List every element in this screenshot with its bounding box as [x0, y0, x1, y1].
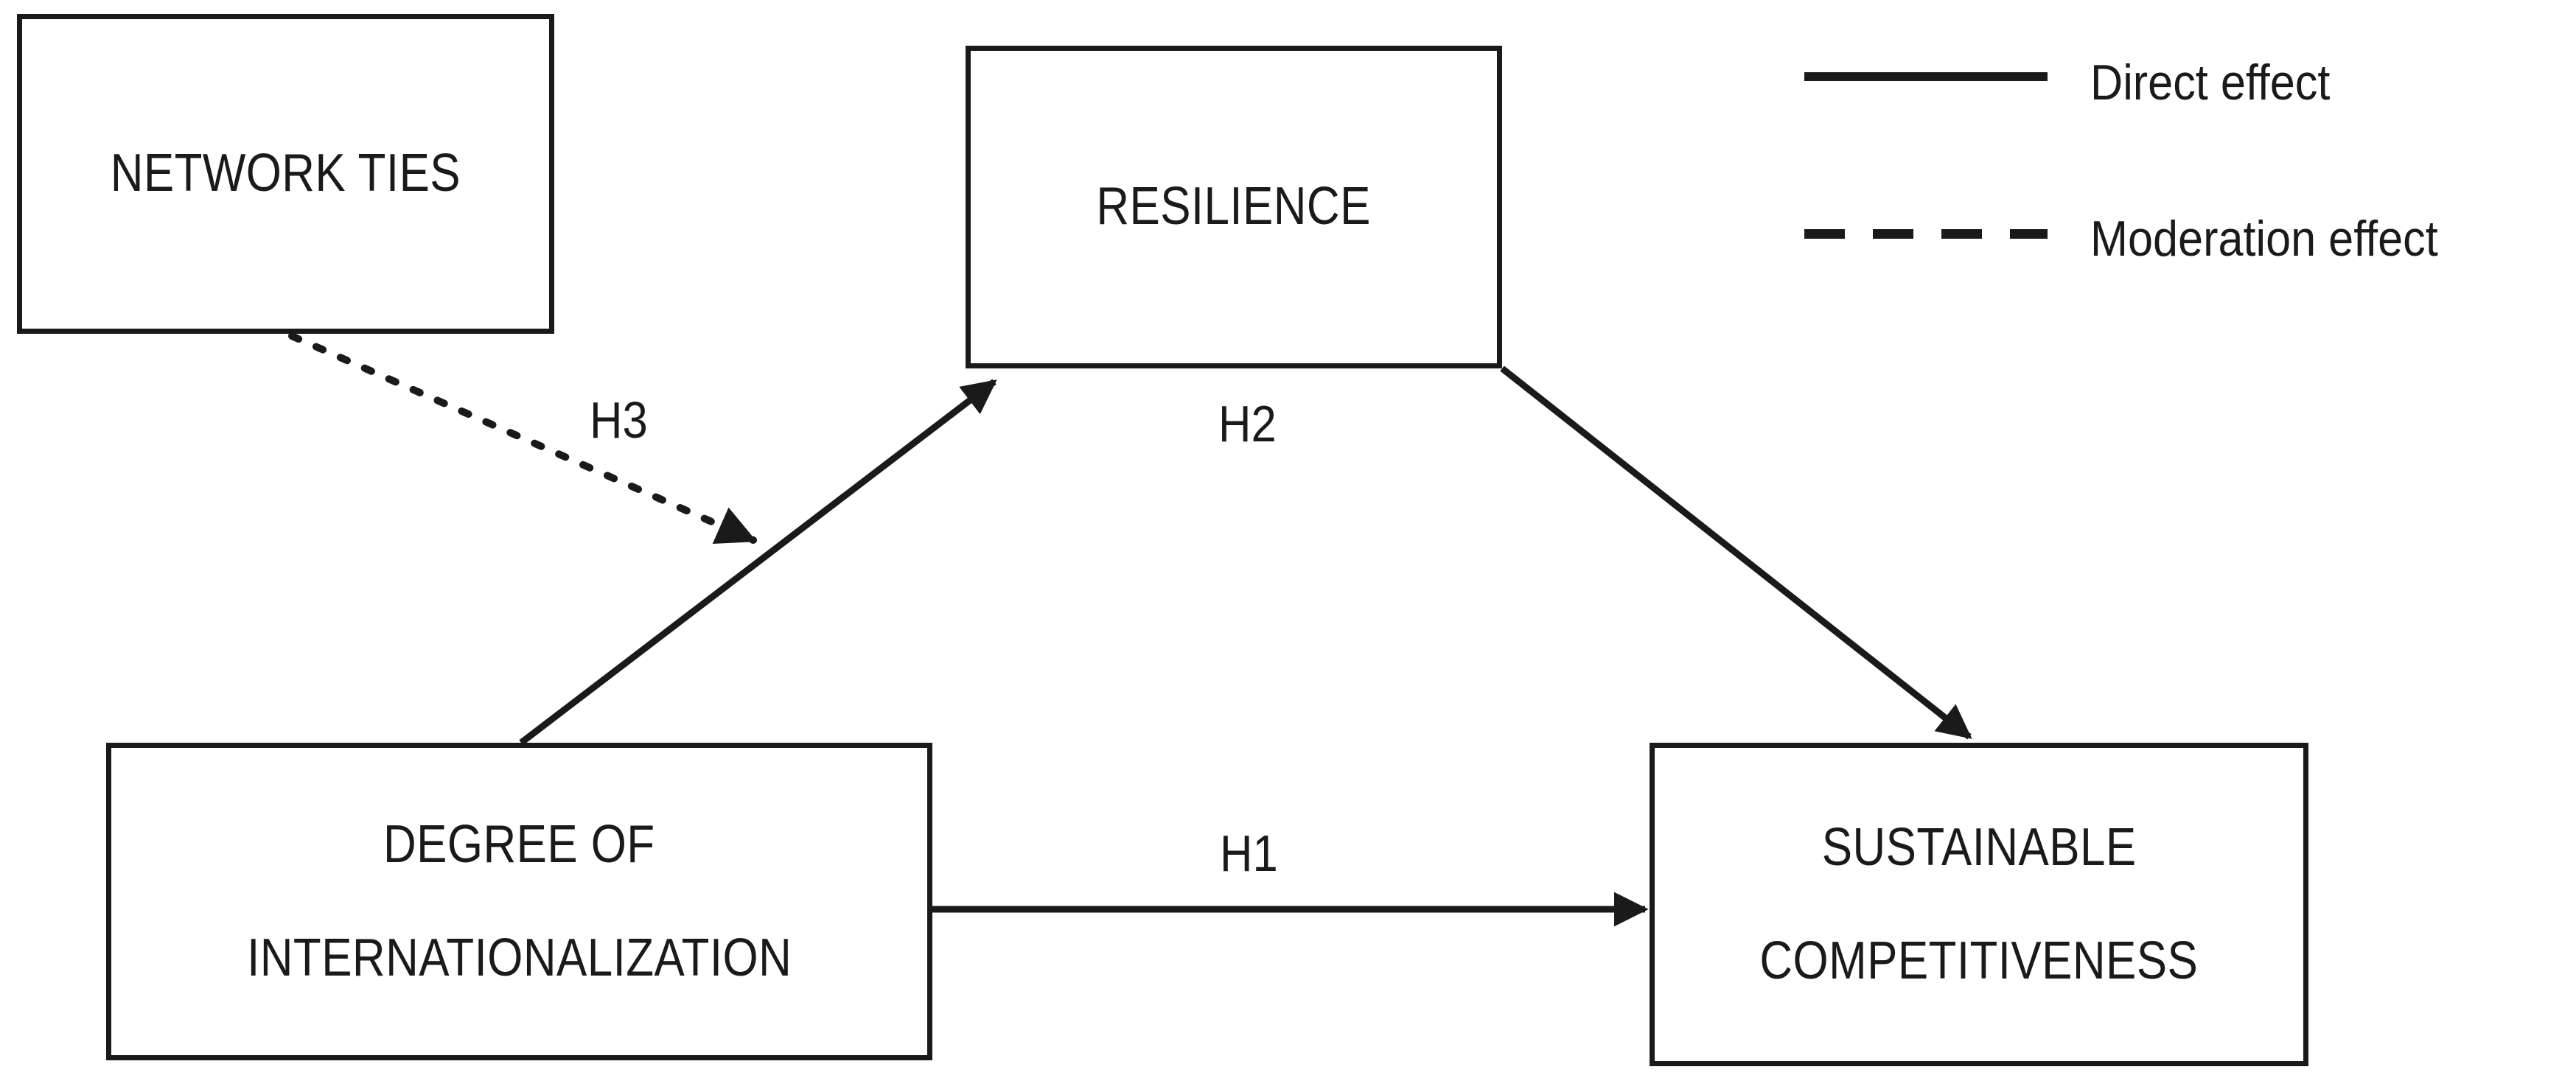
node-degree-of-internationalization-label-line1: DEGREE OF: [383, 814, 655, 874]
node-network-ties[interactable]: NETWORK TIES: [17, 14, 554, 334]
edge-label-h1: H1: [1220, 825, 1278, 882]
legend-label-moderation-effect: Moderation effect: [2090, 211, 2438, 267]
edge-resilience-to-sustainable-line: [1500, 365, 1972, 740]
node-degree-of-internationalization[interactable]: DEGREE OF INTERNATIONALIZATION: [106, 743, 932, 1060]
node-resilience[interactable]: RESILIENCE: [966, 46, 1502, 368]
legend-dashed-line-icon: [1804, 229, 2048, 239]
legend-item-moderation-effect: Moderation effect: [1798, 186, 2565, 289]
node-sustainable-competitiveness-label-line1: SUSTAINABLE: [1821, 817, 2137, 877]
legend: Direct effect Moderation effect: [1798, 29, 2565, 273]
node-degree-of-internationalization-label-line2: INTERNATIONALIZATION: [246, 928, 792, 987]
node-network-ties-label: NETWORK TIES: [110, 144, 461, 203]
edge-h2-line: [519, 379, 997, 746]
node-sustainable-competitiveness-label-line2: COMPETITIVENESS: [1759, 931, 2199, 990]
node-resilience-label: RESILIENCE: [1096, 177, 1372, 237]
legend-item-direct-effect: Direct effect: [1798, 29, 2565, 133]
node-sustainable-competitiveness[interactable]: SUSTAINABLE COMPETITIVENESS: [1650, 743, 2308, 1066]
legend-solid-line-icon: [1804, 72, 2048, 81]
edge-label-h3: H3: [590, 391, 648, 449]
edge-h3-line: [288, 332, 757, 545]
legend-label-direct-effect: Direct effect: [2090, 55, 2331, 111]
edge-label-h2: H2: [1218, 395, 1277, 452]
